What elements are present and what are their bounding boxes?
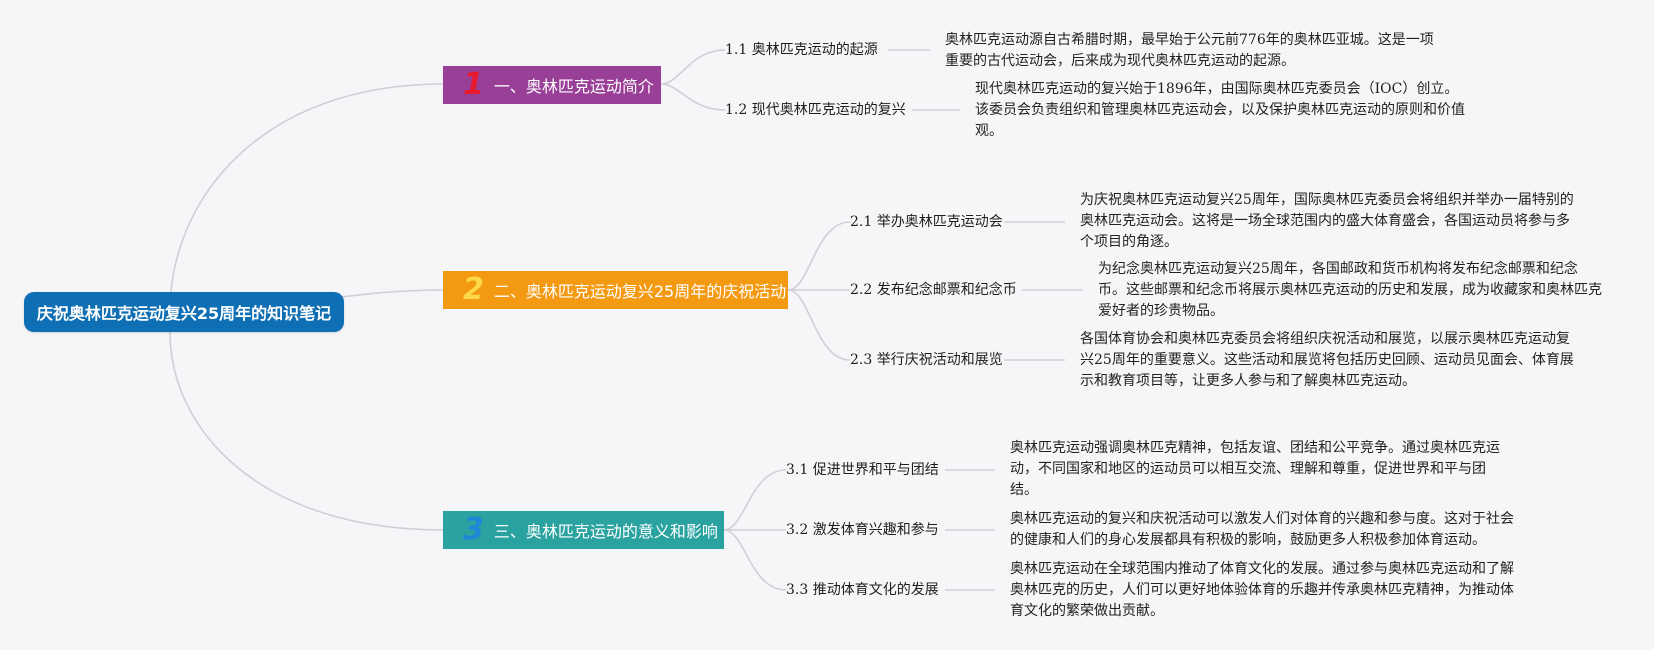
topic-3[interactable]: 3 三、奥林匹克运动的意义和影响 [443, 511, 724, 549]
desc-1-2: 现代奥林匹克运动的复兴始于1896年，由国际奥林匹克委员会（IOC）创立。该委员… [975, 81, 1465, 139]
link-topic-3-sub-1 [723, 469, 787, 531]
desc-2-1: 为庆祝奥林匹克运动复兴25周年，国际奥林匹克委员会将组织并举办一届特别的奥林匹克… [1080, 192, 1574, 250]
topic-2[interactable]: 2 二、奥林匹克运动复兴25周年的庆祝活动 [443, 271, 788, 309]
topic-3-number: 3 [463, 512, 484, 547]
desc-2-3: 各国体育协会和奥林匹克委员会将组织庆祝活动和展览，以展示奥林匹克运动复兴25周年… [1080, 331, 1574, 389]
sub-3-3[interactable]: 3.3 推动体育文化的发展 [786, 582, 939, 598]
root-label: 庆祝奥林匹克运动复兴25周年的知识笔记 [36, 304, 332, 323]
topic-2-number: 2 [463, 272, 484, 307]
topic-1-label: 一、奥林匹克运动简介 [493, 77, 654, 96]
desc-3-3: 奥林匹克运动在全球范围内推动了体育文化的发展。通过参与奥林匹克运动和了解奥林匹克… [1010, 561, 1514, 619]
link-topic-3-sub-3 [723, 529, 787, 591]
sub-2-1[interactable]: 2.1 举办奥林匹克运动会 [850, 214, 1003, 230]
desc-2-2: 为纪念奥林匹克运动复兴25周年，各国邮政和货币机构将发布纪念邮票和纪念币。这些邮… [1098, 261, 1602, 319]
link-topic-2-sub-3 [787, 289, 851, 361]
desc-1-1: 奥林匹克运动源自古希腊时期，最早始于公元前776年的奥林匹亚城。这是一项重要的古… [945, 32, 1434, 69]
desc-3-2: 奥林匹克运动的复兴和庆祝活动可以激发人们对体育的兴趣和参与度。这对于社会的健康和… [1010, 511, 1514, 548]
link-root-topic-3 [169, 331, 444, 531]
topic-2-label: 二、奥林匹克运动复兴25周年的庆祝活动 [493, 282, 787, 301]
link-topic-1-sub-1 [660, 49, 726, 85]
sub-2-3[interactable]: 2.3 举行庆祝活动和展览 [850, 352, 1003, 368]
desc-3-1: 奥林匹克运动强调奥林匹克精神，包括友谊、团结和公平竞争。通过奥林匹克运动，不同国… [1010, 440, 1500, 498]
topic-3-label: 三、奥林匹克运动的意义和影响 [493, 522, 718, 541]
sub-2-2[interactable]: 2.2 发布纪念邮票和纪念币 [850, 282, 1017, 298]
sub-3-1[interactable]: 3.1 促进世界和平与团结 [786, 462, 939, 478]
topic-1-number: 1 [463, 67, 484, 102]
sub-3-2[interactable]: 3.2 激发体育兴趣和参与 [786, 522, 939, 538]
link-topic-2-sub-1 [787, 221, 851, 291]
topic-1[interactable]: 1 一、奥林匹克运动简介 [443, 66, 661, 104]
root-node[interactable]: 庆祝奥林匹克运动复兴25周年的知识笔记 [24, 292, 344, 332]
link-topic-1-sub-2 [660, 83, 726, 111]
sub-1-1[interactable]: 1.1 奥林匹克运动的起源 [725, 42, 878, 58]
link-root-topic-1 [169, 83, 444, 313]
sub-1-2[interactable]: 1.2 现代奥林匹克运动的复兴 [725, 102, 906, 118]
